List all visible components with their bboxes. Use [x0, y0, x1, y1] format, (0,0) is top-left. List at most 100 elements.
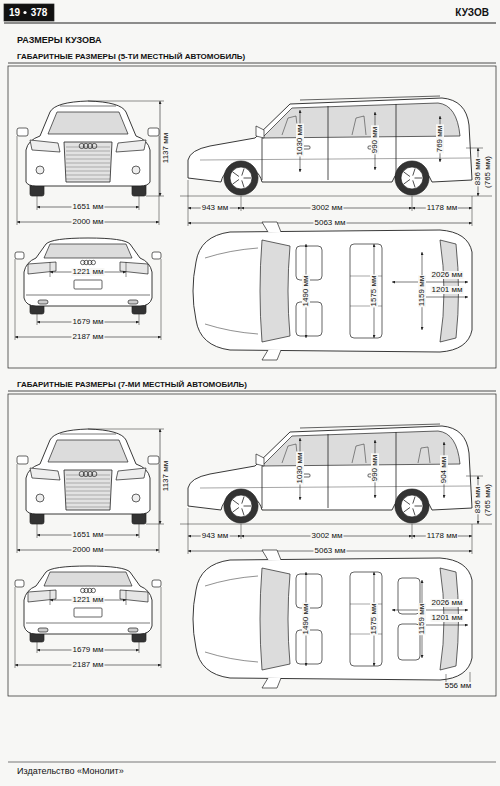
extension-line — [146, 196, 164, 197]
dimension-label: 1030 мм — [296, 451, 304, 484]
car-outline — [26, 429, 150, 514]
audi-rings — [92, 471, 97, 476]
extension-line — [88, 101, 164, 102]
extension-line — [17, 136, 18, 225]
rear-window — [44, 572, 132, 586]
mirror — [262, 350, 281, 360]
dimension-label: 2187 мм — [71, 661, 104, 669]
door-line — [328, 106, 329, 180]
wheel-spoke — [413, 180, 415, 187]
tire — [224, 489, 258, 523]
dimension-label: 1159 мм — [418, 603, 426, 635]
grille-bar — [66, 179, 110, 180]
wheel-spoke — [413, 496, 415, 503]
wheel-spoke — [242, 168, 244, 175]
license-plate — [74, 608, 102, 617]
extension-line — [159, 464, 160, 553]
footer-rule — [8, 762, 496, 763]
car-outline — [26, 101, 150, 186]
door-line — [328, 434, 329, 508]
windshield — [260, 568, 290, 670]
page-title: РАЗМЕРЫ КУЗОВА — [16, 36, 103, 45]
extension-line — [15, 259, 16, 340]
rear-window — [44, 244, 132, 258]
dimension-label: 990 мм — [371, 454, 379, 483]
section-frame — [8, 66, 496, 368]
license-plate — [74, 280, 102, 289]
extension-line — [159, 136, 160, 225]
extension-line — [412, 524, 413, 539]
grille-bar — [66, 155, 110, 156]
wheel-rim — [230, 495, 252, 517]
mirror — [152, 580, 161, 587]
dimension-label: 1651 мм — [71, 203, 104, 211]
dimension-label: 1651 мм — [71, 531, 104, 539]
roof-rail — [300, 424, 440, 428]
exhaust — [38, 628, 48, 632]
exhaust — [38, 300, 48, 304]
extension-line — [188, 508, 189, 554]
heading-rule — [8, 63, 496, 64]
dimension-label: 3002 мм — [310, 532, 343, 540]
dimension-label: 1201 мм — [430, 286, 463, 294]
bumper-line — [26, 295, 150, 296]
wheel-spoke — [233, 172, 239, 176]
fog-light — [36, 166, 44, 174]
extension-line — [241, 196, 242, 211]
wheel-spoke — [242, 496, 244, 503]
extension-line — [146, 524, 164, 525]
dimension-line — [392, 610, 468, 611]
chapter-name: КУЗОВ — [454, 8, 490, 18]
publisher-note: Издательство «Монолит» — [16, 767, 125, 776]
grille-bar — [66, 503, 110, 504]
dimension-section — [8, 63, 496, 368]
dimension-label: 904 мм — [440, 456, 448, 485]
dimension-label: 1679 мм — [71, 646, 104, 654]
roof-rail — [300, 96, 440, 100]
door-line — [262, 466, 263, 508]
dimension-label: 556 мм — [444, 682, 473, 690]
dimension-section — [8, 391, 496, 696]
dimension-label: (765 мм) — [484, 155, 492, 189]
extension-line — [17, 464, 18, 553]
extension-line — [412, 196, 413, 211]
side-windows — [262, 431, 460, 466]
wheel-spoke — [242, 508, 244, 515]
heading-rule — [8, 391, 496, 392]
mirror — [256, 454, 264, 466]
tire — [395, 489, 429, 523]
mirror — [15, 252, 24, 259]
grille-bar — [66, 495, 110, 496]
dimension-label: 5063 мм — [313, 219, 346, 227]
dimension-label: 1178 мм — [426, 532, 458, 540]
dimension-label: 1575 мм — [370, 602, 378, 635]
dimension-label: (765 мм) — [484, 483, 492, 517]
body-crease — [200, 486, 470, 488]
extension-line — [161, 259, 162, 340]
mirror — [262, 222, 281, 232]
extension-line — [466, 476, 483, 477]
extension-line — [139, 314, 140, 325]
door-line — [262, 138, 263, 180]
mirror — [17, 456, 28, 464]
headlight — [116, 468, 146, 480]
extension-line — [15, 587, 16, 668]
dimension-label: 1159 мм — [418, 275, 426, 307]
extension-line — [139, 524, 140, 538]
tire — [224, 161, 258, 195]
grille-bar — [66, 151, 110, 152]
side-windows — [262, 103, 460, 138]
mirror — [262, 678, 281, 688]
extension-line — [50, 262, 51, 277]
wheel-rim — [230, 167, 252, 189]
chapter-number: 19 — [8, 8, 21, 18]
wheel-spoke — [404, 179, 410, 183]
wheel-spoke — [233, 500, 239, 504]
grille-bar — [66, 499, 110, 500]
extension-line — [139, 642, 140, 653]
extension-line — [241, 524, 242, 539]
page-number: 378 — [30, 8, 49, 18]
hood-line — [205, 652, 258, 662]
